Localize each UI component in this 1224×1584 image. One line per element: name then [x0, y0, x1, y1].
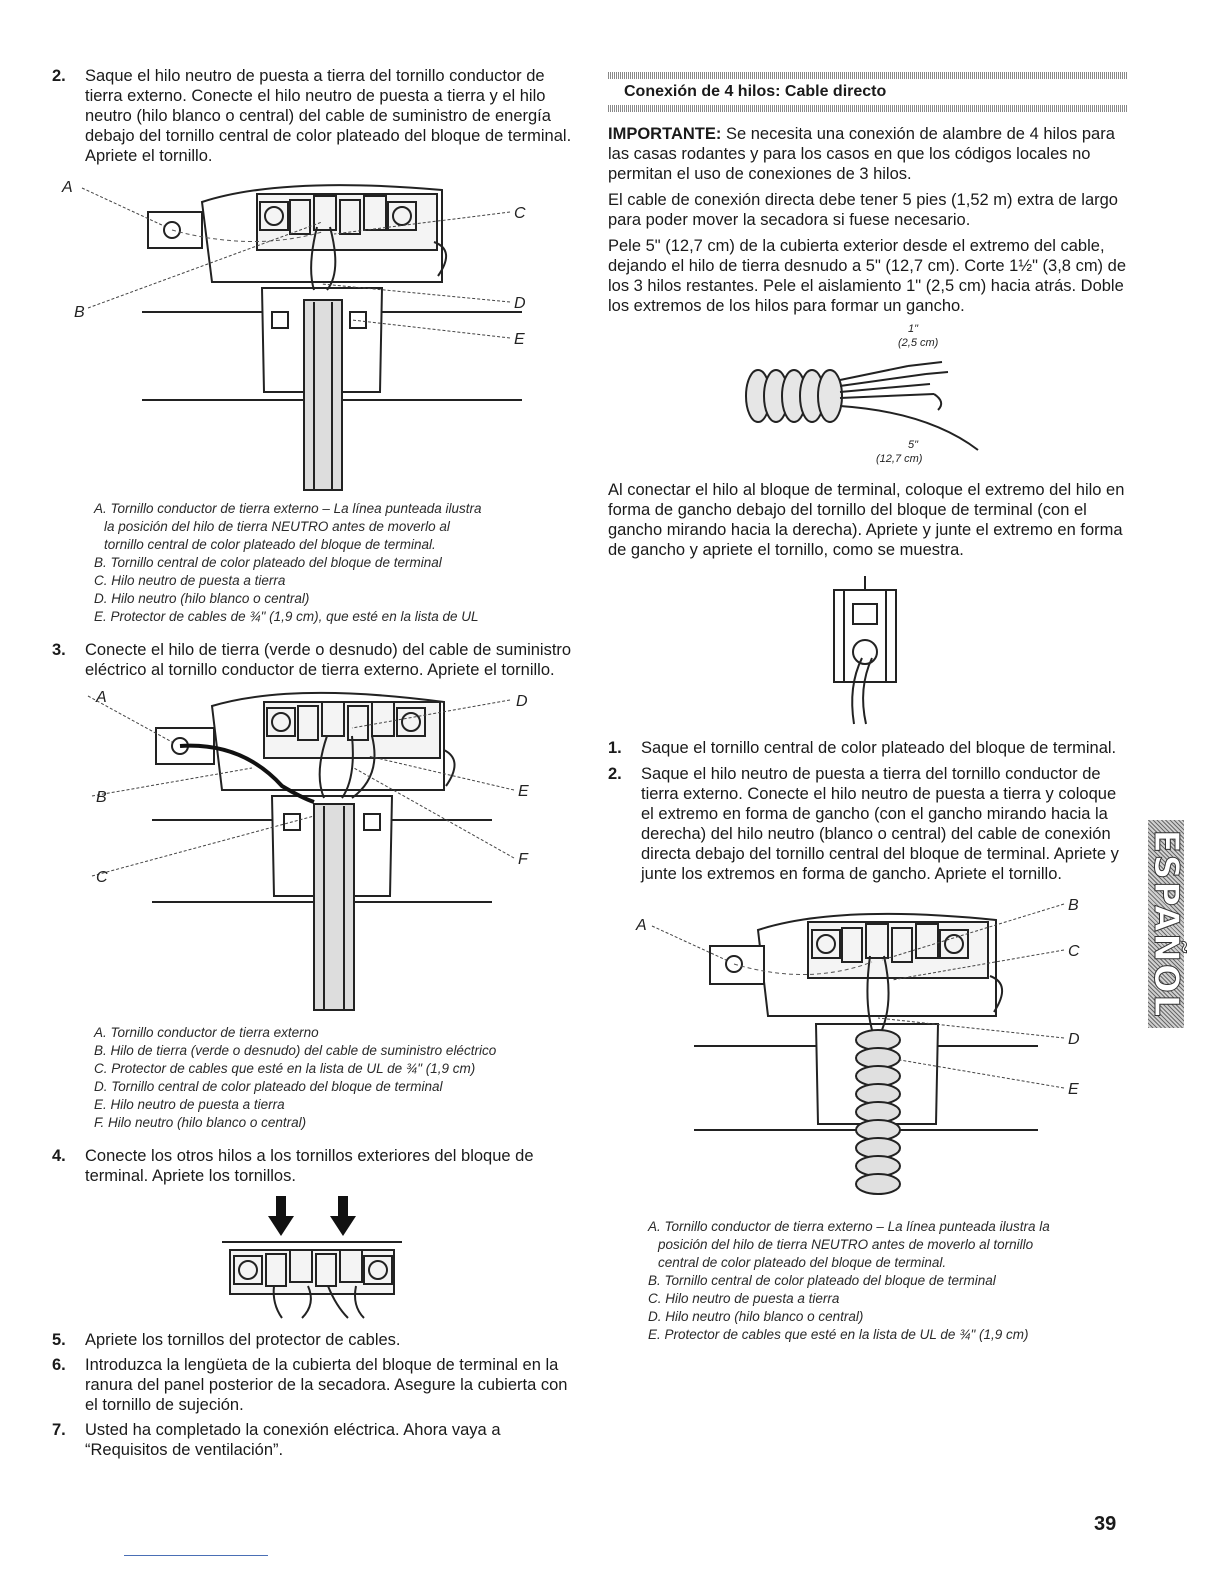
step-2-right: 2. Saque el hilo neutro de puesta a tier… [608, 765, 1119, 883]
figure-2-captions: A. Tornillo conductor de tierra externo … [94, 1025, 497, 1130]
figure-terminal-block-2: A B C D E F [52, 686, 572, 1016]
step-5-left: 5. Apriete los tornillos del protector d… [52, 1331, 401, 1349]
svg-text:A: A [95, 689, 107, 706]
section-rule-bottom [608, 105, 1128, 112]
language-side-tab: ESPAÑOL [1146, 820, 1187, 1028]
step-4-left: 4. Conecte los otros hilos a los tornill… [52, 1147, 534, 1185]
step-number: 2. [52, 67, 66, 85]
footer-rule [124, 1555, 268, 1556]
left-column: 2. Saque el hilo neutro de puesta a tier… [52, 66, 572, 1460]
svg-text:(2,5 cm): (2,5 cm) [898, 337, 939, 349]
page-number: 39 [1094, 1513, 1117, 1535]
right-column: Conexión de 4 hilos: Cable directo IMPOR… [608, 72, 1128, 1358]
step-6-left: 6. Introduzca la lengüeta de la cubierta… [52, 1356, 568, 1414]
section-title: Conexión de 4 hilos: Cable directo [624, 83, 887, 100]
svg-text:C: C [1068, 943, 1080, 960]
svg-text:1": 1" [908, 323, 919, 335]
figure-stripped-cable: 1" (2,5 cm) 5" (12,7 cm) [608, 322, 1128, 472]
step-text: Saque el hilo neutro de puesta a tierra … [85, 67, 572, 165]
step-7-left: 7. Usted ha completado la conexión eléct… [52, 1421, 501, 1459]
svg-text:B: B [1068, 897, 1079, 914]
figure-hook-screw [608, 576, 1128, 726]
svg-text:E: E [518, 783, 529, 800]
svg-text:A: A [635, 917, 647, 934]
side-tab-label: ESPAÑOL [1146, 829, 1187, 1019]
svg-text:B: B [74, 304, 85, 321]
svg-text:E: E [1068, 1081, 1079, 1098]
svg-text:5": 5" [908, 439, 919, 451]
figure-terminal-block-3: A B C D E [608, 890, 1128, 1210]
step-3-left: 3. Conecte el hilo de tierra (verde o de… [52, 641, 572, 679]
svg-text:A: A [61, 179, 73, 196]
svg-text:E: E [514, 331, 525, 348]
paragraph-strip: Pele 5" (12,7 cm) de la cubierta exterio… [608, 237, 1126, 315]
figure-1-captions: A. Tornillo conductor de tierra externo … [94, 501, 482, 624]
step-2-left: 2. Saque el hilo neutro de puesta a tier… [52, 66, 572, 166]
step-1-right: 1. Saque el tornillo central de color pl… [608, 739, 1117, 757]
svg-text:B: B [96, 789, 107, 806]
svg-text:D: D [1068, 1031, 1080, 1048]
important-paragraph: IMPORTANTE: Se necesita una conexión de … [608, 125, 1115, 183]
figure-3-captions: A. Tornillo conductor de tierra externo … [648, 1219, 1050, 1342]
svg-text:D: D [516, 693, 528, 710]
paragraph-length: El cable de conexión directa debe tener … [608, 191, 1118, 229]
svg-text:C: C [96, 869, 108, 886]
svg-text:D: D [514, 295, 526, 312]
figure-outer-screws [52, 1192, 572, 1322]
paragraph-hook: Al conectar el hilo al bloque de termina… [608, 481, 1125, 559]
svg-text:C: C [514, 205, 526, 222]
svg-text:F: F [518, 851, 529, 868]
section-rule-top [608, 72, 1128, 79]
svg-text:(12,7 cm): (12,7 cm) [876, 453, 923, 465]
figure-terminal-block-1: A B C D E [52, 172, 572, 492]
